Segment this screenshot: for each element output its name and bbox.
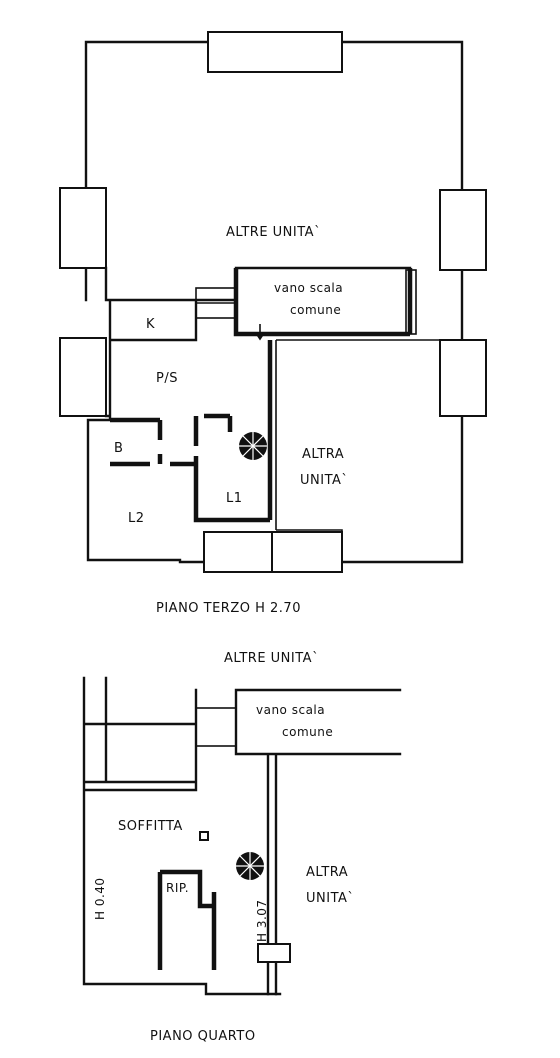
stair-right-window	[405, 269, 417, 335]
floor4-spiral-stair-icon	[236, 852, 264, 880]
floor4-other-unit-label-2: UNITA`	[306, 891, 354, 906]
apartment-walls	[86, 266, 412, 562]
floor3-caption: PIANO TERZO H 2.70	[156, 601, 301, 616]
floor4-other-unit-label-1: ALTRA	[306, 865, 348, 880]
window-bottom-left	[203, 531, 273, 573]
floor3-other-unit-label-2: UNITA`	[300, 473, 348, 488]
planter-right-upper	[439, 189, 487, 271]
floor4-other-units-label: ALTRE UNITA`	[224, 651, 319, 666]
window-bottom-right	[271, 531, 343, 573]
floor4-bottom-box	[257, 943, 291, 963]
floor4-caption: PIANO QUARTO	[150, 1029, 256, 1044]
apartment-inner-walls	[110, 268, 413, 523]
room-ps-label: P/S	[156, 371, 178, 386]
terrace-outline	[84, 40, 464, 564]
room-rip-label: RIP.	[166, 881, 189, 895]
floor4-stair-landing	[195, 707, 237, 747]
planter-right-lower	[439, 339, 487, 417]
floor3-stair-label-1: vano scala	[274, 281, 343, 295]
spiral-stair-icon	[239, 432, 267, 460]
room-k-label: K	[146, 317, 155, 332]
room-l2-label: L2	[128, 511, 145, 526]
height-left-label: H 0.40	[93, 877, 107, 920]
floor4-outer-walls	[82, 676, 282, 996]
floor3-stair-label-2: comune	[290, 303, 341, 317]
floor4-rip-walls	[157, 869, 217, 970]
room-b-label: B	[114, 441, 123, 456]
height-right-label: H 3.07	[255, 899, 269, 942]
planter-top	[207, 31, 343, 73]
planter-left-upper	[59, 187, 107, 269]
floor4-stair-label-1: vano scala	[256, 703, 325, 717]
floor3-other-unit-label-1: ALTRA	[302, 447, 344, 462]
floor-3-plan: ALTRE UNITA` vano scala comune K P/S B L…	[59, 31, 487, 616]
floor3-other-units-label: ALTRE UNITA`	[226, 225, 321, 240]
room-l1-label: L1	[226, 491, 243, 506]
planter-left-lower	[59, 337, 107, 417]
entry-arrow-icon	[255, 324, 265, 341]
floor4-chimney	[199, 831, 209, 841]
room-soffitta-label: SOFFITTA	[118, 819, 183, 834]
floor-4-plan: ALTRE UNITA` vano scala comune SOFFITTA …	[82, 651, 402, 1044]
floor4-stair-label-2: comune	[282, 725, 333, 739]
